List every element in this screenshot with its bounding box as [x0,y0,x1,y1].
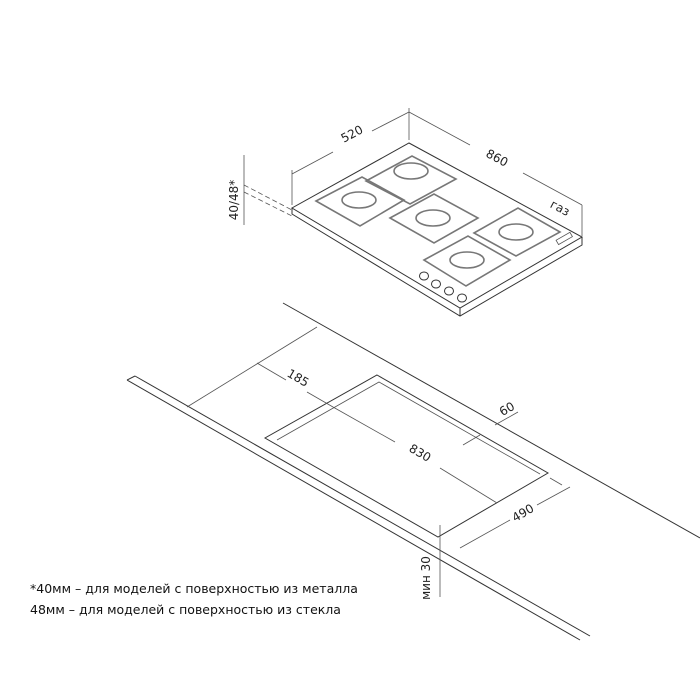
min-depth-label: мин 30 [419,556,433,600]
burner [415,209,451,227]
hob-drawing [290,142,584,317]
knob [419,271,429,281]
hob-width-label: 520 [339,122,366,145]
cutout-dimensions: 185 830 60 490 мин 30 [186,326,571,600]
burner-grates [314,155,562,287]
burner [449,251,485,269]
cutout-back-offset-label: 60 [497,399,517,419]
hob-dimensions: 520 860 газ 40/48* [227,108,583,236]
gas-inlet [555,231,573,246]
gas-label: газ [548,197,572,219]
cutout-offset-label: 185 [285,366,312,390]
knob [444,286,454,296]
cutout [263,374,549,538]
hob-height-label: 40/48* [227,180,241,221]
countertop [126,302,700,641]
control-knobs [419,271,467,303]
hob-length-label: 860 [484,146,511,169]
knob [431,279,441,289]
burners [341,162,534,269]
burner [341,191,377,209]
burner [393,162,429,180]
note-glass: 48мм – для моделей с поверхностью из сте… [30,602,341,617]
cutout-length-label: 830 [407,441,434,465]
cutout-outline [263,374,549,538]
burner [498,223,534,241]
cutout-width-label: 490 [510,501,537,525]
note-metal: *40мм – для моделей с поверхностью из ме… [30,581,358,596]
knob [457,293,467,303]
